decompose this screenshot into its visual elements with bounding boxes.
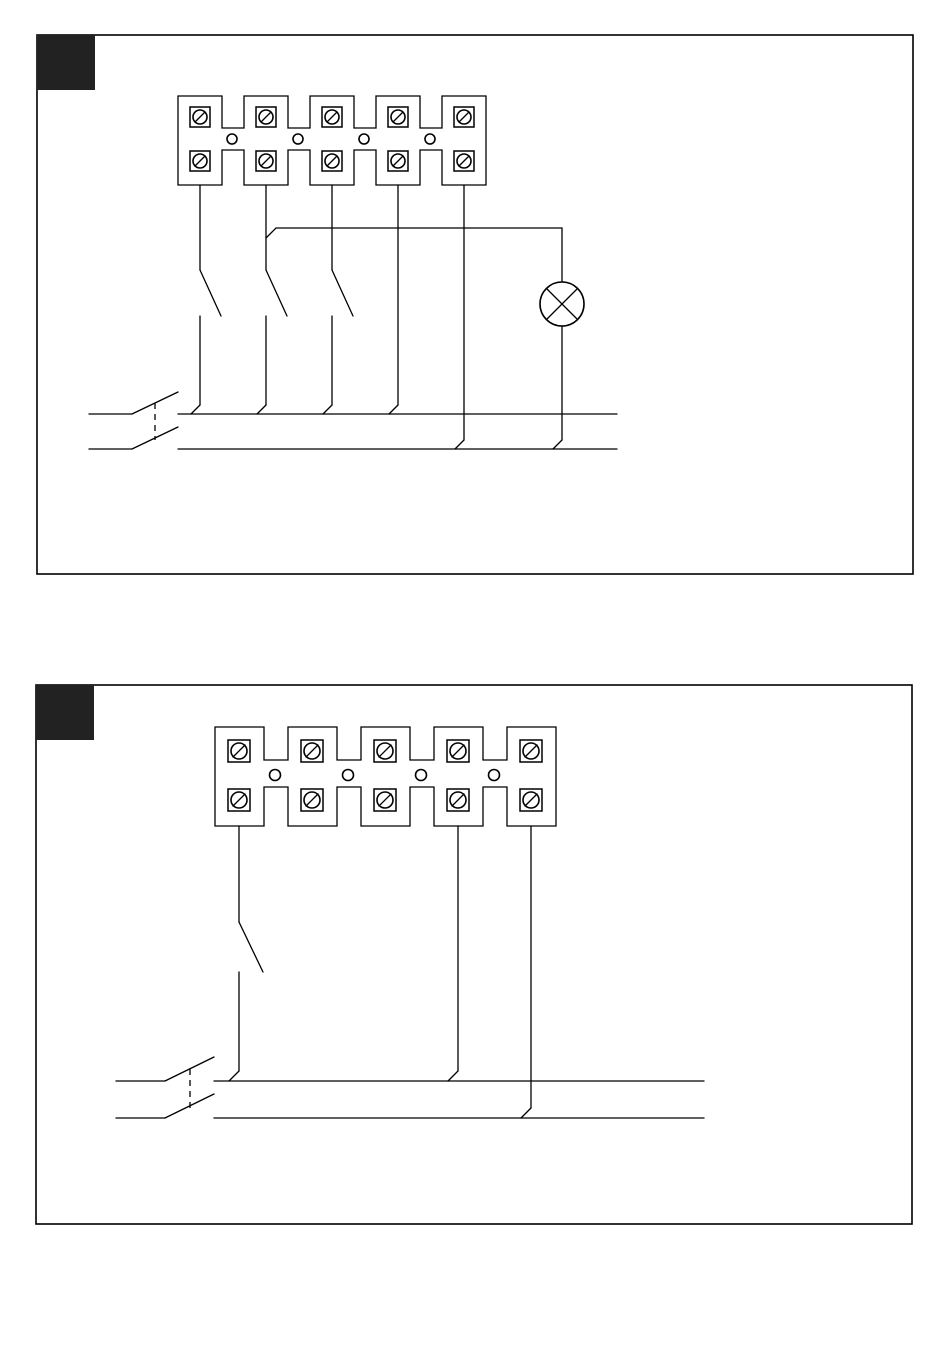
screw-icon	[256, 107, 276, 127]
screw-icon	[454, 107, 474, 127]
screw-icon	[388, 107, 408, 127]
screw-icon	[301, 789, 323, 811]
diagram-2-switch-1	[229, 826, 263, 1081]
screw-icon	[520, 789, 542, 811]
screw-icon	[256, 151, 276, 171]
screw-icon	[228, 740, 250, 762]
screw-icon	[301, 740, 323, 762]
screw-icon	[374, 740, 396, 762]
screw-icon	[388, 151, 408, 171]
screw-icon	[190, 151, 210, 171]
diagram-1-wire-5	[455, 185, 464, 449]
diagram-2	[36, 685, 912, 1224]
lamp-icon	[540, 282, 584, 326]
screw-icon	[447, 740, 469, 762]
diagram-1	[37, 35, 913, 574]
diagram-2-corner-block	[36, 685, 94, 740]
diagram-1-switch-1	[191, 185, 221, 414]
diagram-1-wire-4	[389, 185, 398, 414]
diagram-2-wire-5	[521, 826, 531, 1118]
diagram-1-supply-lines	[89, 392, 617, 449]
screw-icon	[228, 789, 250, 811]
screw-icon	[447, 789, 469, 811]
screw-icon	[374, 789, 396, 811]
screw-icon	[190, 107, 210, 127]
diagram-1-corner-block	[37, 35, 95, 90]
diagram-1-switch-3	[323, 185, 353, 414]
screw-icon	[322, 107, 342, 127]
screw-icon	[454, 151, 474, 171]
diagram-2-wire-4	[448, 826, 458, 1081]
screw-icon	[322, 151, 342, 171]
screw-icon	[520, 740, 542, 762]
diagram-1-lamp-circuit	[266, 228, 584, 449]
diagram-1-switch-2	[257, 185, 287, 414]
diagram-2-supply-lines	[116, 1057, 704, 1118]
